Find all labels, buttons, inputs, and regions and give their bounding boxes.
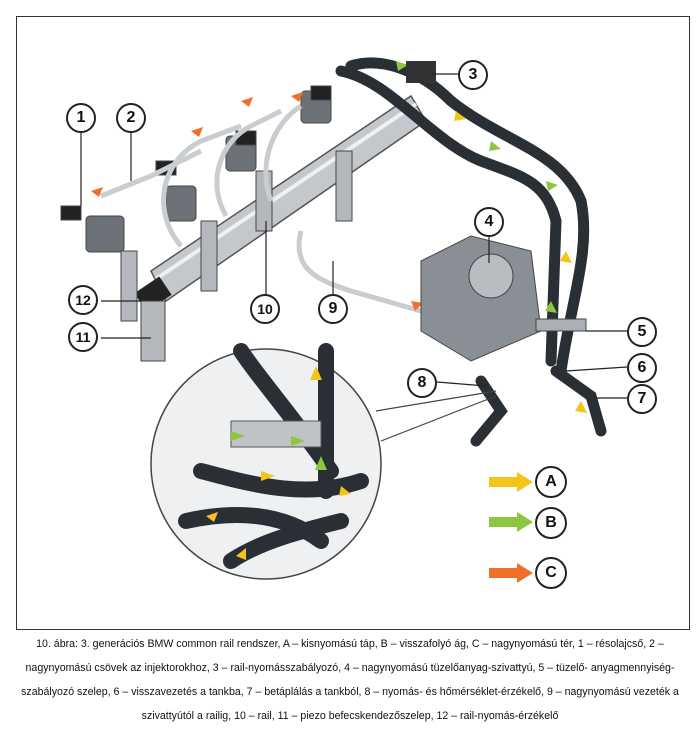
callout-11: 11 (68, 322, 98, 352)
callout-5: 5 (627, 317, 657, 347)
callout-1: 1 (66, 103, 96, 133)
high-pressure-pipes (100, 103, 457, 324)
diagram-frame: 1 2 3 4 5 6 7 8 9 10 12 11 A B C (16, 16, 690, 630)
injectors (60, 85, 353, 362)
legend-arrow-c (489, 563, 533, 583)
legend-arrow-a (489, 472, 533, 492)
callout-6: 6 (627, 353, 657, 383)
detail-inset (150, 343, 497, 580)
flow-arrows (91, 61, 587, 413)
callout-4: 4 (474, 207, 504, 237)
common-rail-diagram (60, 57, 628, 583)
callout-7: 7 (627, 384, 657, 414)
callout-8: 8 (407, 368, 437, 398)
legend-label-b: B (535, 507, 567, 539)
legend-label-a: A (535, 466, 567, 498)
legend-label-c: C (535, 557, 567, 589)
callout-3: 3 (458, 60, 488, 90)
callout-2: 2 (116, 103, 146, 133)
high-pressure-pump (406, 61, 587, 362)
callout-10: 10 (250, 294, 280, 324)
callout-12: 12 (68, 285, 98, 315)
legend-arrow-b (489, 512, 533, 532)
legend-arrows (489, 472, 533, 583)
callout-9: 9 (318, 294, 348, 324)
figure-caption: 10. ábra: 3. generációs BMW common rail … (21, 638, 679, 722)
leader-lines (80, 73, 628, 399)
